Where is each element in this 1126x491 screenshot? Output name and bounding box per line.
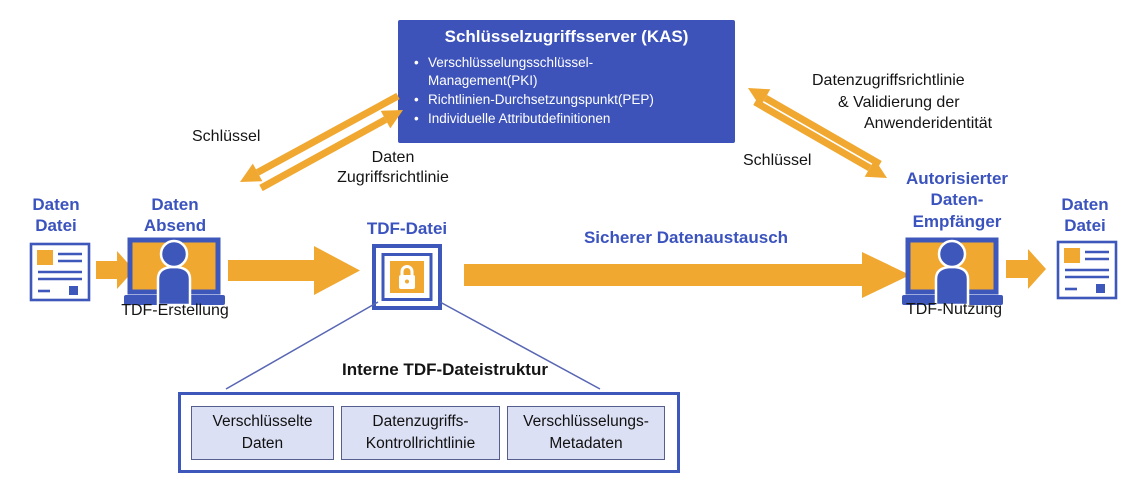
tdf-lock-icon <box>372 244 442 310</box>
data-sender-label: Daten Absend <box>143 195 207 236</box>
kas-server-box: Schlüsselzugriffsserver (KAS) Verschlüss… <box>398 20 735 143</box>
source-data-file-label: Daten Datei <box>32 195 80 236</box>
tdf-usage-caption: TDF-Nutzung <box>905 301 1003 318</box>
internal-structure-box: Verschlüsselte Daten Datenzugriffs- Kont… <box>178 392 680 473</box>
document-icon <box>29 242 91 302</box>
user-laptop-icon <box>902 237 1003 307</box>
structure-cell-encrypted-data: Verschlüsselte Daten <box>191 405 334 460</box>
structure-connector-lines <box>225 301 601 390</box>
policy-line: Anwenderidentität <box>864 115 993 133</box>
internal-structure-title: Interne TDF-Dateistruktur <box>342 360 548 379</box>
key-policy-arrows-left-icon <box>240 92 403 192</box>
kas-bullet-list: Verschlüsselungsschlüssel- Management(PK… <box>398 54 735 128</box>
kas-bullet: Individuelle Attributdefinitionen <box>414 110 727 128</box>
secure-exchange-arrow-icon <box>464 252 910 298</box>
document-icon <box>1056 240 1118 300</box>
structure-cell-access-policy: Datenzugriffs- Kontrollrichtlinie <box>341 405 500 460</box>
key-label-right: Schlüssel <box>743 152 812 169</box>
flow-arrow-icon <box>1006 249 1046 289</box>
flow-arrow-icon <box>96 251 134 289</box>
policy-line: & Validierung der <box>838 93 960 111</box>
key-policy-arrows-right-icon <box>748 88 887 178</box>
structure-cell-encryption-metadata: Verschlüsselungs- Metadaten <box>507 405 665 460</box>
dest-data-file-label: Daten Datei <box>1061 195 1109 236</box>
flow-arrow-icon <box>228 246 360 295</box>
secure-exchange-label: Sicherer Datenaustausch <box>583 228 789 247</box>
data-access-policy-label-right: Datenzugriffsrichtlinie & Validierung de… <box>812 70 1022 135</box>
user-laptop-icon <box>124 237 225 307</box>
kas-bullet: Verschlüsselungsschlüssel- Management(PK… <box>414 54 727 90</box>
tdf-creation-caption: TDF-Erstellung <box>121 302 229 319</box>
policy-line: Datenzugriffsrichtlinie <box>812 72 965 89</box>
key-label-left: Schlüssel <box>192 128 261 145</box>
tdf-file-label: TDF-Datei <box>366 219 448 238</box>
authorized-receiver-label: Autorisierter Daten- Empfänger <box>905 169 1009 231</box>
kas-title: Schlüsselzugriffsserver (KAS) <box>444 27 689 46</box>
kas-bullet: Richtlinien-Durchsetzungspunkt(PEP) <box>414 91 727 109</box>
data-access-policy-label-left: Daten Zugriffsrichtlinie <box>337 149 449 186</box>
